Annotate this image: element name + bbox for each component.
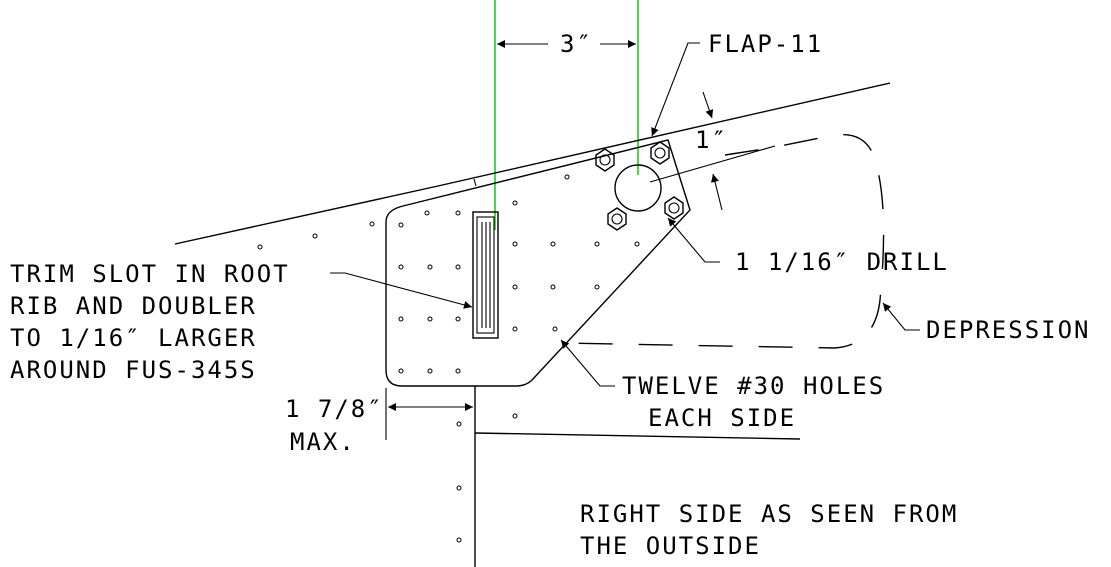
doubler-plate	[385, 139, 691, 387]
dim-1-label: 1″	[695, 126, 728, 154]
drill-hole	[614, 164, 662, 212]
holes-label-line1: TWELVE #30 HOLES	[622, 372, 885, 400]
view-note-line2: THE OUTSIDE	[580, 532, 761, 560]
bolt-head	[607, 207, 627, 231]
trim-label-line1: TRIM SLOT IN ROOT	[10, 260, 290, 288]
dim-3-label: 3″	[560, 30, 593, 58]
holes-label-line2: EACH SIDE	[648, 404, 796, 432]
depression-leader	[882, 302, 920, 331]
trim-label-line3: TO 1/16″ LARGER	[10, 324, 257, 352]
drill-leader	[667, 217, 720, 263]
trim-slot-outer	[472, 211, 499, 339]
fuselage-bottom-line	[474, 432, 801, 440]
dim-1-arrow-bottom	[711, 173, 723, 211]
bolt-head	[650, 141, 670, 165]
trim-slot-inner	[476, 216, 495, 334]
dim-178-label: 1 7/8″	[285, 395, 384, 423]
view-note-line1: RIGHT SIDE AS SEEN FROM	[580, 500, 958, 528]
skin-tick	[473, 178, 477, 187]
holes-leader	[560, 339, 615, 387]
depression-outline	[559, 133, 885, 349]
drill-label: 1 1/16″ DRILL	[735, 248, 949, 276]
dim-178-max-label: MAX.	[290, 428, 356, 456]
flap-leader	[651, 42, 700, 137]
trim-label-line2: RIB AND DOUBLER	[10, 292, 257, 320]
dim-1-extension	[649, 145, 776, 183]
depression-label: DEPRESSION	[926, 316, 1091, 344]
flap-label: FLAP-11	[708, 30, 823, 58]
trim-label-line4: AROUND FUS-345S	[10, 356, 257, 384]
dim-1-arrow-top	[702, 91, 714, 119]
rivet-holes	[257, 174, 640, 543]
fuselage-skin-line	[174, 82, 891, 245]
trim-leader	[330, 272, 473, 309]
bolt-head	[595, 148, 615, 172]
bolt-head	[664, 196, 684, 220]
